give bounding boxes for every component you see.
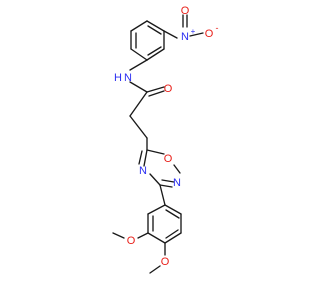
charge-plus-label: + [191, 27, 196, 36]
molecule-structure-diagram: N + O - O H N O O N N O O [112, 5, 219, 274]
bond [129, 81, 148, 93]
bond [146, 86, 165, 93]
bond [129, 115, 148, 139]
bond [164, 232, 182, 244]
bond [149, 265, 161, 274]
bond [189, 32, 204, 37]
atom-label-ring-oxygen: O [164, 153, 173, 165]
bond [147, 46, 162, 56]
bond [165, 229, 179, 239]
bond [130, 48, 148, 61]
atom-label-methoxy-oxygen-lower: O [161, 256, 170, 268]
bond [159, 184, 173, 188]
bond [147, 204, 166, 215]
bond [159, 184, 166, 206]
atom-label-nitro-nitrogen: N [181, 31, 189, 43]
bond-lines [112, 14, 204, 274]
bond [130, 20, 148, 32]
atom-label-amide-nitrogen: N [124, 72, 132, 84]
bond [137, 232, 149, 239]
bond [161, 179, 175, 183]
bond [146, 149, 165, 155]
bond [164, 204, 182, 215]
bond [147, 25, 162, 35]
bond [147, 232, 166, 244]
bond [163, 30, 178, 39]
bond [146, 20, 165, 32]
atom-label-ring-nitrogen-right: N [173, 177, 181, 189]
bond [149, 173, 161, 186]
atom-label-amide-hydrogen: H [114, 72, 122, 84]
atom-labels: N + O - O H N O O N N O O [114, 5, 218, 268]
bond [165, 209, 180, 219]
bond [138, 150, 143, 165]
bond [112, 232, 125, 239]
atom-label-ring-nitrogen-left: N [139, 165, 147, 177]
atom-label-nitro-oxygen-top: O [181, 5, 190, 17]
bond [148, 90, 165, 97]
bond [173, 164, 181, 174]
atom-label-methoxy-oxygen-upper: O [127, 235, 136, 247]
bond [143, 149, 148, 167]
atom-label-carbonyl-oxygen: O [164, 83, 173, 95]
bond [129, 59, 148, 71]
atom-label-nitro-oxygen-right: O [205, 28, 214, 40]
bond [146, 48, 165, 61]
charge-minus-label: - [216, 23, 219, 33]
bond [129, 91, 148, 117]
